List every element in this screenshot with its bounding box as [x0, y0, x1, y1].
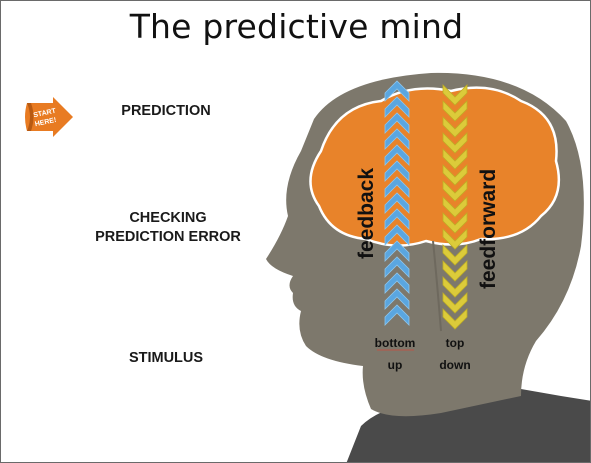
top-down-chevrons-icon	[442, 84, 468, 330]
start-badge-line2: HERE!	[34, 117, 57, 128]
bottom-up-chevrons-icon	[384, 80, 410, 326]
checking-line1: CHECKING	[129, 210, 207, 226]
slide-title: The predictive mind	[129, 7, 464, 46]
start-here-badge-icon: START HERE!	[25, 97, 73, 137]
feedback-label: feedback	[355, 168, 378, 259]
label-stimulus: STIMULUS	[128, 350, 204, 366]
feedforward-label: feedforward	[477, 169, 500, 289]
top-down-line1: top	[446, 336, 465, 350]
checking-line2: PREDICTION ERROR	[95, 228, 241, 245]
bottom-up-line2: up	[388, 358, 403, 372]
top-down-line2: down	[439, 358, 470, 372]
start-badge-line1: START	[33, 108, 57, 120]
bottom-up-line1: bottom	[375, 336, 416, 350]
label-checking-prediction-error: CHECKING PREDICTION ERROR	[75, 209, 261, 247]
label-prediction: PREDICTION	[121, 103, 211, 119]
brain-shape	[309, 86, 561, 247]
